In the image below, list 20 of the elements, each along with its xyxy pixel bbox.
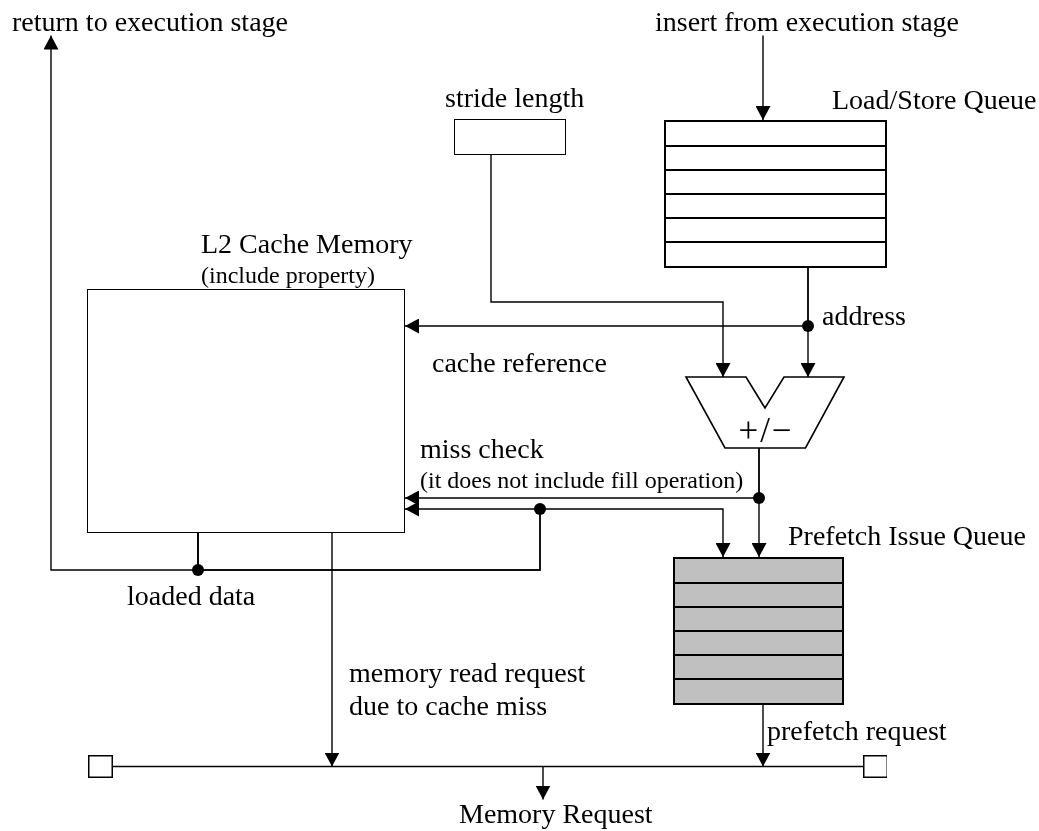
arrow [404,267,809,334]
arrow [324,532,340,768]
arrow [751,447,767,558]
queue-title: Prefetch Issue Queue [788,521,1026,550]
arrow [490,154,731,378]
box-title: stride length [445,83,585,112]
adder-block [686,377,844,448]
bus-line [88,755,887,778]
note-label: (it does not include fill operation) [420,467,744,492]
stage-label: return to execution stage [12,7,288,36]
output-label: Memory Request [459,799,653,828]
arrow [197,508,731,571]
operator-label: +/− [737,416,794,446]
stage-label: insert from execution stage [655,7,959,36]
arrow [755,34,771,121]
arrow [755,704,771,768]
queue-title: Load/Store Queue [832,85,1037,114]
arrow [535,765,551,801]
cache-title: L2 Cache Memory [201,229,413,258]
cache-subtitle: (include property) [201,262,375,287]
